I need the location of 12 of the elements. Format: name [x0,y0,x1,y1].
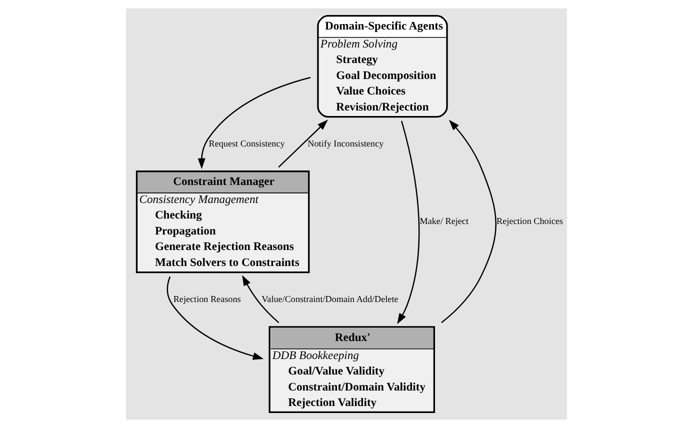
arrow [166,276,264,360]
edge-label: Notify Inconsistency [307,138,384,148]
arrow [197,76,310,170]
edge-label: Make/ Reject [419,216,468,226]
arrow [396,120,420,324]
arrow [242,275,279,324]
arrow [278,120,328,168]
edge-label: Rejection Reasons [172,294,240,304]
edge-label: Value/Constraint/Domain Add/Delete [261,294,398,304]
arrow [440,120,496,324]
edge-label: Request Consistency [208,138,284,148]
edge-label: Rejection Choices [496,216,562,226]
